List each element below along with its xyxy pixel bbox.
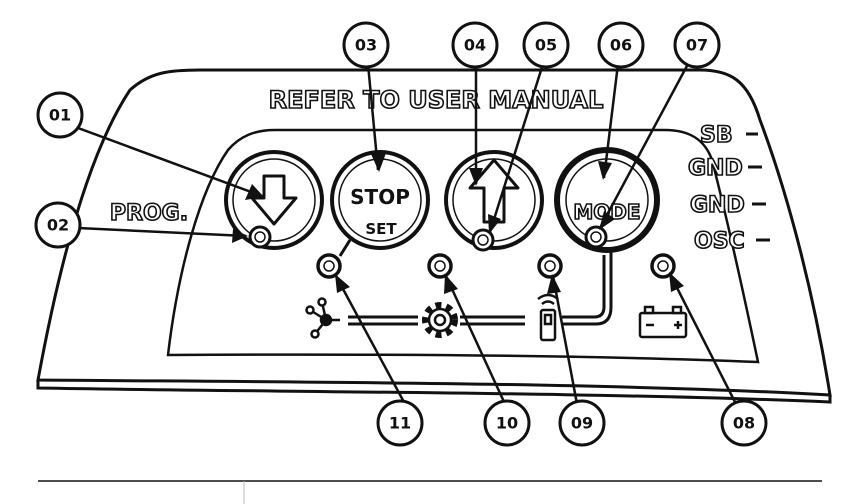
- callout-04: 04: [451, 21, 499, 69]
- svg-text:05: 05: [535, 36, 557, 55]
- callout-03: 03: [342, 21, 390, 69]
- terminal-label: OSC: [694, 229, 745, 254]
- svg-text:07: 07: [686, 36, 708, 55]
- terminal-label: GND: [690, 193, 745, 218]
- callout-02: 02: [34, 201, 82, 249]
- indicator-led-battery: [650, 253, 676, 279]
- svg-text:04: 04: [464, 36, 486, 55]
- callout-leaders: [77, 63, 738, 405]
- housing-base: [36, 380, 832, 404]
- set-label: SET: [365, 220, 397, 238]
- header-text: REFER TO USER MANUAL: [269, 86, 604, 114]
- callout-10: 10: [483, 399, 531, 447]
- mode-led: [584, 225, 608, 249]
- arrow-down-icon: [250, 174, 298, 226]
- svg-text:02: 02: [47, 216, 69, 235]
- prog-led: [248, 225, 272, 249]
- terminal-label: SB: [700, 123, 733, 148]
- down-button[interactable]: [224, 150, 324, 250]
- remote-control-icon: [537, 293, 559, 342]
- stop-label: STOP: [350, 185, 410, 209]
- indicator-led-remote: [537, 253, 563, 279]
- callout-09: 09: [558, 399, 606, 447]
- stop-set-button[interactable]: STOP SET: [330, 150, 430, 250]
- svg-text:01: 01: [49, 106, 71, 125]
- callout-11: 11: [376, 399, 424, 447]
- callout-arrowheads: [232, 153, 684, 294]
- connector-line: [338, 239, 352, 257]
- svg-text:08: 08: [733, 414, 755, 433]
- indicator-led-network: [316, 253, 342, 279]
- inner-panel: [166, 128, 760, 364]
- svg-text:11: 11: [389, 414, 411, 433]
- network-icon: [305, 297, 340, 339]
- callout-06: 06: [597, 21, 645, 69]
- callout-01: 01: [36, 91, 84, 139]
- svg-text:06: 06: [610, 36, 632, 55]
- callout-07: 07: [673, 21, 721, 69]
- bottom-rule: [38, 480, 822, 504]
- terminal-labels: SB GND GND OSC: [687, 122, 770, 255]
- svg-text:10: 10: [496, 414, 518, 433]
- up-button[interactable]: [444, 150, 544, 250]
- up-led: [471, 228, 495, 252]
- prog-label: PROG.: [110, 201, 188, 226]
- callout-badges: 01 02 03 04 05 06 07 08: [34, 21, 768, 447]
- callout-05: 05: [522, 21, 570, 69]
- svg-text:09: 09: [571, 414, 593, 433]
- indicator-bar: [348, 248, 613, 326]
- svg-text:03: 03: [355, 36, 377, 55]
- terminal-label: GND: [688, 156, 743, 181]
- gear-icon: [422, 302, 458, 338]
- indicator-led-gear: [427, 253, 453, 279]
- battery-icon: [638, 305, 688, 339]
- outer-housing: [36, 68, 832, 397]
- callout-08: 08: [720, 399, 768, 447]
